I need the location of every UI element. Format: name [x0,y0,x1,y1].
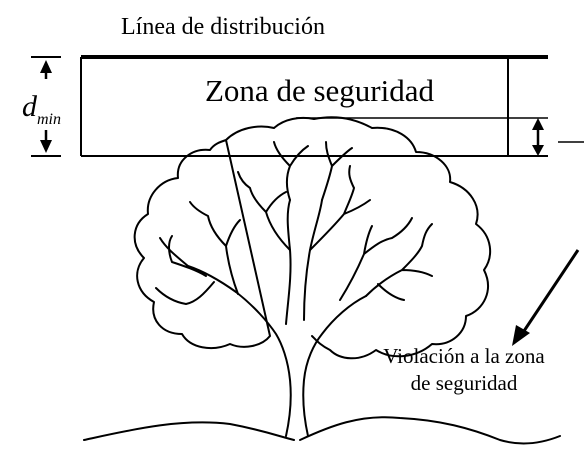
violation-label-line2: de seguridad [411,371,518,395]
tree-branches [155,141,433,305]
tree-trunk [235,199,367,437]
violation-arrow [512,249,580,346]
distribution-line-title: Línea de distribución [121,14,325,40]
dmin-label: dmin [22,90,61,128]
violation-label-line1: Violación a la zona [383,344,545,368]
safety-zone [80,55,548,157]
dmin-dimension-arrow [31,56,61,157]
safety-zone-label: Zona de seguridad [205,73,434,108]
encroachment-arrow [296,117,584,156]
tree-illustration [133,116,492,437]
tree-canopy [133,116,492,360]
dmin-symbol: d [22,90,38,123]
ground-line [83,416,561,445]
dmin-subscript: min [37,111,61,128]
